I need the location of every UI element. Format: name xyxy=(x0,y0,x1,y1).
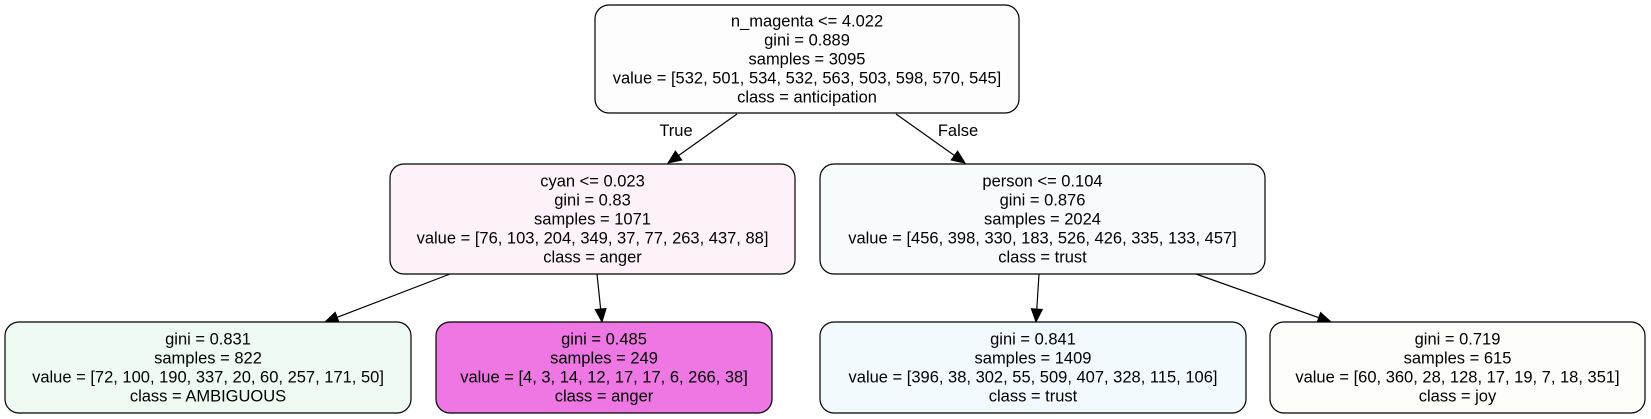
node-line: value = [396, 38, 302, 55, 509, 407, 328… xyxy=(849,369,1218,387)
node-line: class = anticipation xyxy=(737,89,877,107)
node-line: gini = 0.889 xyxy=(764,32,850,50)
edge-root-to-right: False xyxy=(895,113,978,164)
node-line: value = [60, 360, 28, 128, 17, 19, 7, 18… xyxy=(1295,369,1619,387)
node-line: value = [72, 100, 190, 337, 20, 60, 257,… xyxy=(32,369,384,387)
node-box xyxy=(594,4,1020,114)
edge-left-to-left-left xyxy=(323,273,451,324)
node-line: gini = 0.876 xyxy=(1000,192,1086,210)
node-line: samples = 249 xyxy=(550,350,658,368)
arrow-head xyxy=(666,150,683,164)
node-box xyxy=(819,163,1266,275)
node-line: samples = 1409 xyxy=(975,350,1092,368)
edge-line xyxy=(895,113,955,156)
node-box xyxy=(4,321,412,414)
arrow-head xyxy=(1316,311,1333,324)
arrow-head xyxy=(323,311,340,324)
node-box xyxy=(819,321,1247,414)
edge-line xyxy=(1195,273,1319,319)
node-line: value = [456, 398, 330, 183, 526, 426, 3… xyxy=(848,230,1237,248)
edge-root-to-left: True xyxy=(659,113,738,164)
node-line: value = [76, 103, 204, 349, 37, 77, 263,… xyxy=(417,230,769,248)
node-line: class = anger xyxy=(543,249,642,267)
edge-right-to-right-left xyxy=(1030,273,1044,324)
node-line: samples = 615 xyxy=(1404,350,1512,368)
node-box xyxy=(1269,321,1646,414)
node-line: gini = 0.841 xyxy=(990,331,1076,349)
edge-right-to-right-right xyxy=(1195,273,1333,324)
node-line: gini = 0.485 xyxy=(561,331,647,349)
arrow-head xyxy=(1030,308,1044,324)
arrow-head xyxy=(594,307,607,324)
node-line: value = [4, 3, 14, 12, 17, 17, 6, 266, 3… xyxy=(460,369,748,387)
node-box xyxy=(389,163,796,275)
node-line: n_magenta <= 4.022 xyxy=(731,13,883,31)
edge-label-true: True xyxy=(659,122,692,140)
edge-line xyxy=(1036,273,1040,310)
edge-line xyxy=(336,273,451,318)
node-line: samples = 2024 xyxy=(984,211,1101,229)
node-line: gini = 0.831 xyxy=(165,331,251,349)
node-line: class = trust xyxy=(998,249,1087,267)
edge-label-false: False xyxy=(938,122,978,140)
node-line: gini = 0.83 xyxy=(554,192,631,210)
node-box xyxy=(435,321,773,414)
node-line: class = anger xyxy=(555,388,654,406)
node-line: samples = 822 xyxy=(154,350,262,368)
node-line: person <= 0.104 xyxy=(982,173,1102,191)
node-line: class = joy xyxy=(1419,388,1497,406)
node-line: samples = 3095 xyxy=(749,51,866,69)
node-line: gini = 0.719 xyxy=(1415,331,1501,349)
arrow-head xyxy=(950,150,967,164)
node-line: class = AMBIGUOUS xyxy=(130,388,286,406)
edge-line xyxy=(678,113,738,156)
node-line: cyan <= 0.023 xyxy=(540,173,645,191)
node-line: class = trust xyxy=(989,388,1078,406)
edge-line xyxy=(596,273,602,310)
node-line: value = [532, 501, 534, 532, 563, 503, 5… xyxy=(613,70,1002,88)
edge-left-to-left-right xyxy=(594,273,607,324)
node-line: samples = 1071 xyxy=(534,211,651,229)
